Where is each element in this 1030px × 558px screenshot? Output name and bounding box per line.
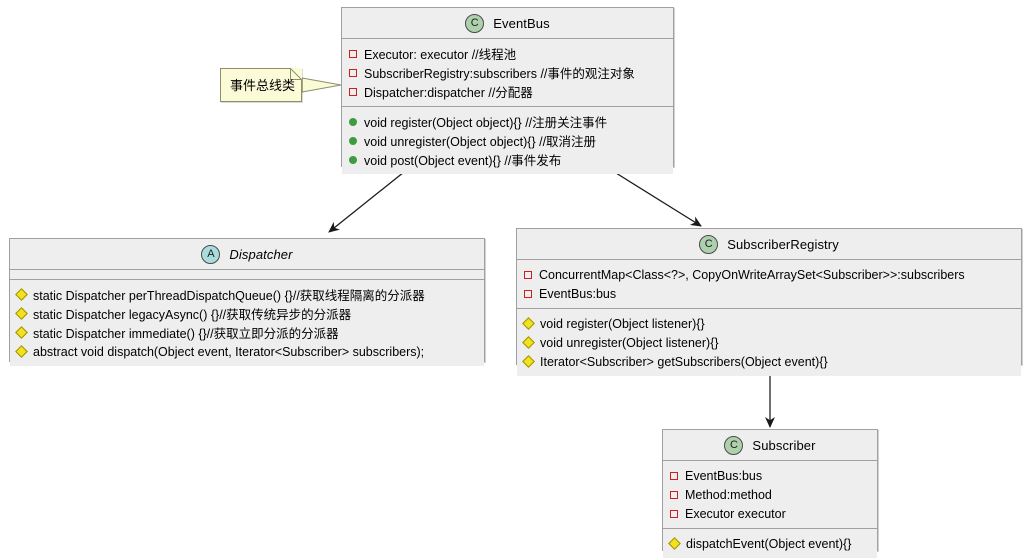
field-row: Executor executor bbox=[663, 504, 877, 523]
class-subscriberregistry[interactable]: C SubscriberRegistry ConcurrentMap<Class… bbox=[516, 228, 1022, 376]
class-stereotype-icon: C bbox=[699, 234, 719, 254]
field-label: EventBus:bus bbox=[685, 468, 763, 483]
class-name-subscriberregistry: SubscriberRegistry bbox=[727, 236, 839, 252]
package-method-icon bbox=[15, 345, 28, 358]
package-method-icon bbox=[15, 326, 28, 339]
private-field-icon bbox=[349, 87, 357, 96]
fields-compartment-eventbus: Executor: executor //线程池 SubscriberRegis… bbox=[342, 39, 673, 107]
package-method-icon bbox=[15, 307, 28, 320]
public-method-icon bbox=[349, 155, 357, 164]
method-row: static Dispatcher immediate() {}//获取立即分派… bbox=[10, 323, 484, 342]
class-header-subscriber: C Subscriber bbox=[663, 430, 877, 461]
private-field-icon bbox=[670, 490, 678, 499]
field-label: EventBus:bus bbox=[539, 286, 617, 301]
class-dispatcher[interactable]: A Dispatcher static Dispatcher perThread… bbox=[9, 238, 485, 366]
class-header-subscriberregistry: C SubscriberRegistry bbox=[517, 229, 1021, 260]
field-row: EventBus:bus bbox=[663, 466, 877, 485]
public-method-icon bbox=[349, 136, 357, 145]
field-label: SubscriberRegistry:subscribers //事件的观注对象 bbox=[364, 67, 635, 81]
private-field-icon bbox=[670, 471, 678, 480]
private-field-icon bbox=[349, 68, 357, 77]
method-label: void register(Object listener){} bbox=[540, 316, 705, 331]
field-label: Dispatcher:dispatcher //分配器 bbox=[364, 86, 533, 100]
edge-eventbus-dispatcher bbox=[328, 167, 410, 233]
methods-compartment-subscriberregistry: void register(Object listener){} void un… bbox=[517, 309, 1021, 376]
field-label: Executor executor bbox=[685, 506, 786, 521]
fields-compartment-dispatcher bbox=[10, 270, 484, 280]
package-method-icon bbox=[522, 355, 535, 368]
fields-compartment-subscriberregistry: ConcurrentMap<Class<?>, CopyOnWriteArray… bbox=[517, 260, 1021, 309]
edge-note-eventbus bbox=[301, 77, 342, 93]
private-field-icon bbox=[524, 289, 532, 298]
field-label: ConcurrentMap<Class<?>, CopyOnWriteArray… bbox=[539, 267, 965, 282]
field-row: Executor: executor //线程池 bbox=[342, 44, 673, 63]
method-label: dispatchEvent(Object event){} bbox=[686, 536, 852, 551]
method-row: void post(Object event){} //事件发布 bbox=[342, 150, 673, 169]
package-method-icon bbox=[522, 336, 535, 349]
class-name-dispatcher: Dispatcher bbox=[229, 246, 293, 262]
method-label: static Dispatcher perThreadDispatchQueue… bbox=[33, 289, 425, 303]
method-label: Iterator<Subscriber> getSubscribers(Obje… bbox=[540, 354, 828, 369]
class-stereotype-icon: C bbox=[465, 13, 485, 33]
fields-compartment-subscriber: EventBus:bus Method:method Executor exec… bbox=[663, 461, 877, 529]
public-method-icon bbox=[349, 117, 357, 126]
field-row: Method:method bbox=[663, 485, 877, 504]
note-text: 事件总线类 bbox=[230, 78, 296, 93]
private-field-icon bbox=[670, 509, 678, 518]
private-field-icon bbox=[524, 270, 532, 279]
class-header-eventbus: C EventBus bbox=[342, 8, 673, 39]
edge-eventbus-subscriberregistry bbox=[607, 167, 702, 227]
method-row: Iterator<Subscriber> getSubscribers(Obje… bbox=[517, 352, 1021, 371]
method-row: static Dispatcher legacyAsync() {}//获取传统… bbox=[10, 304, 484, 323]
method-row: void register(Object object){} //注册关注事件 bbox=[342, 112, 673, 131]
field-row: EventBus:bus bbox=[517, 284, 1021, 303]
field-label: Executor: executor //线程池 bbox=[364, 48, 517, 62]
private-field-icon bbox=[349, 49, 357, 58]
method-label: abstract void dispatch(Object event, Ite… bbox=[33, 344, 425, 359]
class-name-subscriber: Subscriber bbox=[752, 437, 816, 453]
method-row: abstract void dispatch(Object event, Ite… bbox=[10, 342, 484, 361]
methods-compartment-subscriber: dispatchEvent(Object event){} bbox=[663, 529, 877, 558]
class-stereotype-icon: C bbox=[724, 435, 744, 455]
method-label: void register(Object object){} //注册关注事件 bbox=[364, 116, 608, 130]
method-label: void post(Object event){} //事件发布 bbox=[364, 154, 562, 168]
field-row: ConcurrentMap<Class<?>, CopyOnWriteArray… bbox=[517, 265, 1021, 284]
package-method-icon bbox=[522, 317, 535, 330]
class-subscriber[interactable]: C Subscriber EventBus:bus Method:method … bbox=[662, 429, 878, 558]
methods-compartment-eventbus: void register(Object object){} //注册关注事件 … bbox=[342, 107, 673, 174]
method-row: void unregister(Object object){} //取消注册 bbox=[342, 131, 673, 150]
class-header-dispatcher: A Dispatcher bbox=[10, 239, 484, 270]
method-row: dispatchEvent(Object event){} bbox=[663, 534, 877, 553]
methods-compartment-dispatcher: static Dispatcher perThreadDispatchQueue… bbox=[10, 280, 484, 366]
method-row: void register(Object listener){} bbox=[517, 314, 1021, 333]
field-row: Dispatcher:dispatcher //分配器 bbox=[342, 82, 673, 101]
class-eventbus[interactable]: C EventBus Executor: executor //线程池 Subs… bbox=[341, 7, 674, 174]
abstract-class-stereotype-icon: A bbox=[201, 244, 221, 264]
package-method-icon bbox=[15, 288, 28, 301]
method-row: void unregister(Object listener){} bbox=[517, 333, 1021, 352]
field-label: Method:method bbox=[685, 487, 772, 502]
package-method-icon bbox=[668, 537, 681, 550]
method-label: void unregister(Object object){} //取消注册 bbox=[364, 135, 597, 149]
field-row: SubscriberRegistry:subscribers //事件的观注对象 bbox=[342, 63, 673, 82]
method-row: static Dispatcher perThreadDispatchQueue… bbox=[10, 285, 484, 304]
method-label: void unregister(Object listener){} bbox=[540, 335, 719, 350]
class-name-eventbus: EventBus bbox=[493, 15, 550, 31]
method-label: static Dispatcher immediate() {}//获取立即分派… bbox=[33, 327, 339, 341]
method-label: static Dispatcher legacyAsync() {}//获取传统… bbox=[33, 308, 352, 322]
note-folded-corner-icon bbox=[220, 68, 302, 102]
note-eventbus: 事件总线类 bbox=[220, 68, 302, 102]
